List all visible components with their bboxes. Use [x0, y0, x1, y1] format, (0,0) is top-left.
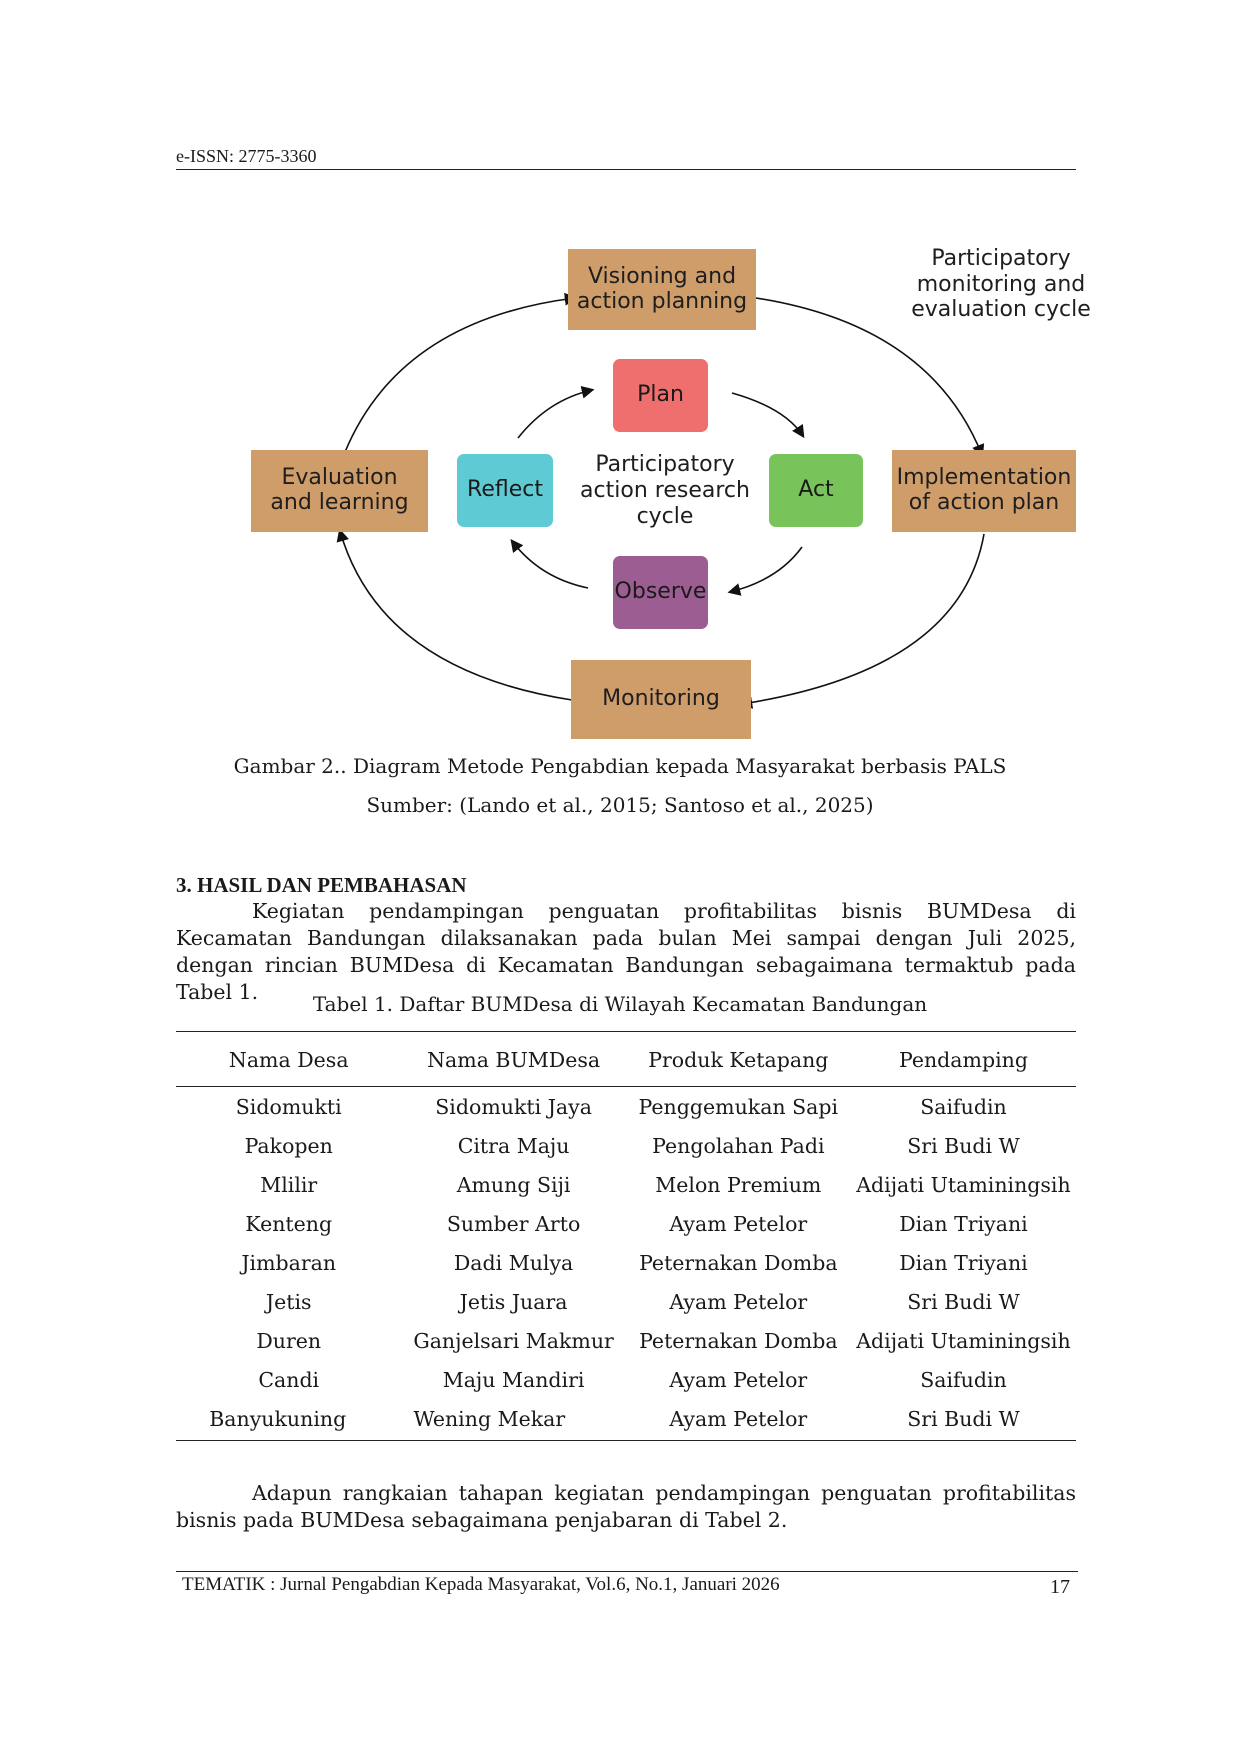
arrow-evaluation-to-visioning [344, 292, 578, 453]
cell-pendamping: Adijati Utaminingsih [856, 1328, 1071, 1353]
table-row: Sidomukti Sidomukti Jaya Penggemukan Sap… [176, 1087, 1076, 1127]
cell-nama-bumdesa: Jetis Juara [459, 1289, 568, 1314]
act-box: Act [769, 454, 863, 527]
cell-pendamping: Saifudin [920, 1094, 1007, 1119]
cell-nama-desa: Banyukuning [209, 1406, 347, 1431]
cell-produk: Peternakan Domba [639, 1250, 838, 1275]
col-nama-desa: Nama Desa [176, 1034, 402, 1087]
cell-nama-desa: Kenteng [245, 1211, 333, 1236]
table-top-rule [176, 1031, 1076, 1032]
table-row: Banyukuning Wening Mekar Ayam Petelor Sr… [176, 1399, 1076, 1438]
paragraph-intro: Kegiatan pendampingan penguatan profitab… [176, 899, 1076, 1004]
cell-produk: Pengolahan Padi [652, 1133, 825, 1158]
cell-produk: Ayam Petelor [669, 1289, 808, 1314]
cell-pendamping: Dian Triyani [899, 1211, 1028, 1236]
table-row: Duren Ganjelsari Makmur Peternakan Domba… [176, 1321, 1076, 1360]
reflect-box: Reflect [457, 454, 553, 527]
cell-produk: Ayam Petelor [669, 1406, 808, 1431]
cell-nama-bumdesa: Citra Maju [457, 1133, 570, 1158]
arrow-plan-to-act [731, 392, 805, 439]
cell-nama-bumdesa: Sidomukti Jaya [435, 1094, 592, 1119]
cell-nama-desa: Mlilir [260, 1172, 318, 1197]
cell-pendamping: Sri Budi W [907, 1289, 1020, 1314]
cell-produk: Penggemukan Sapi [638, 1094, 839, 1119]
arrow-act-to-observe [727, 546, 803, 596]
paragraph-followup: Adapun rangkaian tahapan kegiatan pendam… [176, 1481, 1076, 1532]
journal-footer: TEMATIK : Jurnal Pengabdian Kepada Masya… [182, 1574, 780, 1595]
cell-nama-bumdesa: Maju Mandiri [442, 1367, 585, 1392]
plan-box: Plan [613, 359, 708, 432]
cell-nama-bumdesa: Sumber Arto [446, 1211, 581, 1236]
page-number: 17 [1050, 1576, 1070, 1598]
par-cycle-label: Participatory action research cycle [580, 452, 750, 529]
header-rule [176, 169, 1076, 170]
monitoring-box: Monitoring [571, 660, 751, 739]
pme-cycle-label: Participatory monitoring and evaluation … [911, 246, 1091, 323]
cell-nama-desa: Jetis [265, 1289, 312, 1314]
pals-diagram [336, 292, 985, 709]
footer-rule [176, 1571, 1078, 1572]
cell-pendamping: Adijati Utaminingsih [856, 1172, 1071, 1197]
cell-produk: Ayam Petelor [669, 1211, 808, 1236]
table-row: Jimbaran Dadi Mulya Peternakan Domba Dia… [176, 1243, 1076, 1282]
cell-produk: Melon Premium [655, 1172, 822, 1197]
figure-caption: Gambar 2.. Diagram Metode Pengabdian kep… [233, 754, 1007, 778]
cell-pendamping: Sri Budi W [907, 1406, 1020, 1431]
visioning-box: Visioning and action planning [568, 249, 756, 330]
col-pendamping: Pendamping [850, 1034, 1076, 1087]
col-nama-bumdesa: Nama BUMDesa [401, 1034, 626, 1087]
cell-produk: Peternakan Domba [639, 1328, 838, 1353]
issn-header: e-ISSN: 2775-3360 [176, 146, 317, 166]
table-row: Kenteng Sumber Arto Ayam Petelor Dian Tr… [176, 1204, 1076, 1243]
cell-nama-desa: Candi [258, 1367, 320, 1392]
arrow-observe-to-reflect [510, 538, 589, 589]
observe-box: Observe [613, 556, 708, 629]
cell-nama-desa: Pakopen [244, 1133, 333, 1158]
col-produk-ketapang: Produk Ketapang [625, 1034, 851, 1087]
table-caption: Tabel 1. Daftar BUMDesa di Wilayah Kecam… [312, 992, 928, 1016]
arrow-visioning-to-implementation [755, 297, 985, 458]
table-row: Pakopen Citra Maju Pengolahan Padi Sri B… [176, 1126, 1076, 1165]
cell-nama-desa: Sidomukti [235, 1094, 342, 1119]
cell-nama-bumdesa: Wening Mekar [413, 1406, 566, 1431]
cell-produk: Ayam Petelor [669, 1367, 808, 1392]
table-bottom-rule [176, 1440, 1076, 1441]
implementation-box: Implementation of action plan [892, 450, 1076, 532]
cell-nama-desa: Duren [256, 1328, 322, 1353]
cell-nama-bumdesa: Ganjelsari Makmur [413, 1328, 614, 1353]
evaluation-box: Evaluation and learning [251, 450, 428, 532]
cell-nama-bumdesa: Dadi Mulya [453, 1250, 574, 1275]
table-header-row: Nama Desa Nama BUMDesa Produk Ketapang P… [176, 1034, 1076, 1087]
cell-nama-bumdesa: Amung Siji [456, 1172, 571, 1197]
cell-nama-desa: Jimbaran [241, 1250, 337, 1275]
section-heading: 3. HASIL DAN PEMBAHASAN [176, 873, 467, 897]
arrow-monitoring-to-evaluation [336, 528, 573, 701]
table-row: Jetis Jetis Juara Ayam Petelor Sri Budi … [176, 1282, 1076, 1321]
cell-pendamping: Sri Budi W [907, 1133, 1020, 1158]
figure-source: Sumber: (Lando et al., 2015; Santoso et … [366, 793, 874, 817]
cell-pendamping: Saifudin [920, 1367, 1007, 1392]
arrow-implementation-to-monitoring [739, 533, 985, 709]
bumdesa-table: Nama Desa Nama BUMDesa Produk Ketapang P… [176, 1034, 1076, 1438]
table-row: Mlilir Amung Siji Melon Premium Adijati … [176, 1165, 1076, 1204]
table-row: Candi Maju Mandiri Ayam Petelor Saifudin [176, 1360, 1076, 1399]
cell-pendamping: Dian Triyani [899, 1250, 1028, 1275]
arrow-reflect-to-plan [517, 386, 595, 439]
